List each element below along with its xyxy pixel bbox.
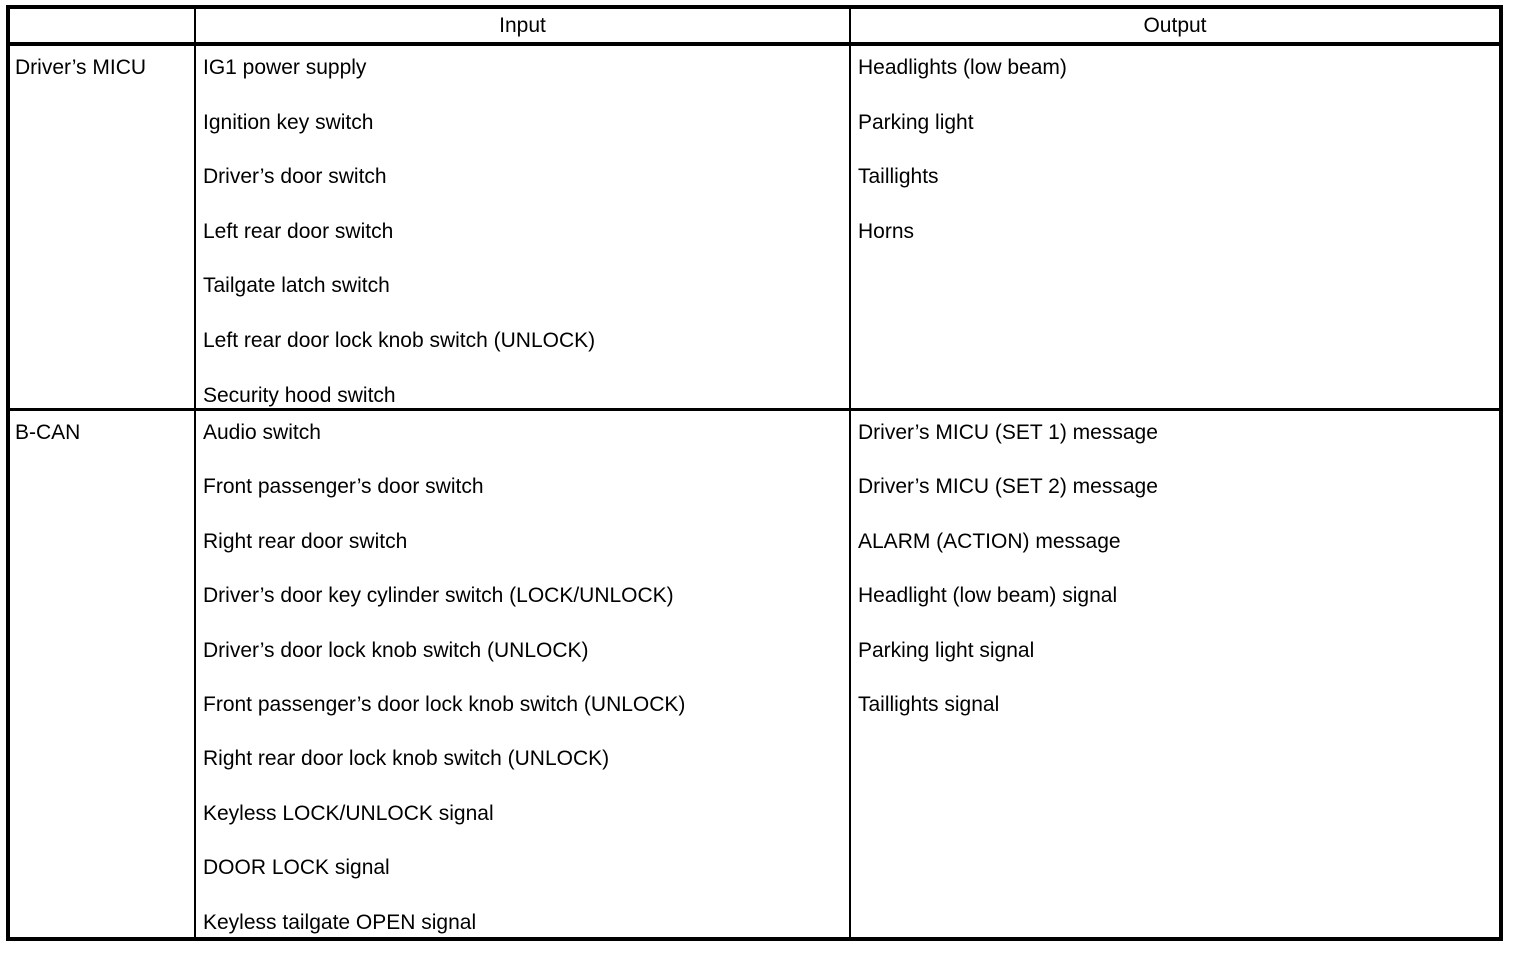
table-header-row: Input Output (10, 9, 1499, 42)
list-item: Left rear door lock knob switch (UNLOCK) (203, 328, 596, 352)
list-item: Headlight (low beam) signal (858, 584, 1118, 608)
list-item: IG1 power supply (203, 56, 367, 79)
list-item: Keyless LOCK/UNLOCK signal (203, 801, 494, 825)
table-section-b-can: B-CAN Audio switch Front passenger’s doo… (10, 411, 1499, 937)
column-divider-label-input (194, 9, 196, 937)
header-cell-row-label (10, 9, 194, 42)
list-item: Parking light signal (858, 638, 1035, 662)
section-input-cell: Audio switch Front passenger’s door swit… (196, 411, 849, 937)
list-item: Driver’s MICU (SET 1) message (858, 421, 1158, 444)
section-label-drivers-micu: Driver’s MICU (15, 56, 147, 79)
header-bottom-rule (10, 42, 1499, 46)
section-label-cell: Driver’s MICU (10, 46, 194, 408)
table-section-drivers-micu: Driver’s MICU IG1 power supply Ignition … (10, 46, 1499, 408)
list-item: Horns (858, 219, 915, 243)
section-label-cell: B-CAN (10, 411, 194, 937)
list-item: Audio switch (203, 421, 321, 444)
header-cell-output: Output (1143, 14, 1207, 37)
list-item: DOOR LOCK signal (203, 856, 390, 880)
list-item: Security hood switch (203, 383, 396, 407)
output-list-drivers-micu: Headlights (low beam) Parking light Tail… (858, 46, 1499, 264)
column-divider-input-output (849, 9, 851, 937)
section-divider-rule (10, 408, 1499, 411)
input-list-drivers-micu: IG1 power supply Ignition key switch Dri… (203, 46, 849, 428)
output-list-b-can: Driver’s MICU (SET 1) message Driver’s M… (858, 411, 1499, 737)
list-item: Front passenger’s door switch (203, 475, 484, 499)
section-label-b-can: B-CAN (15, 421, 81, 444)
list-item: Taillights (858, 165, 939, 189)
list-item: Driver’s door lock knob switch (UNLOCK) (203, 638, 589, 662)
list-item: Left rear door switch (203, 219, 394, 243)
list-item: Right rear door switch (203, 529, 408, 553)
list-item: Driver’s MICU (SET 2) message (858, 475, 1158, 499)
list-item: Keyless tailgate OPEN signal (203, 910, 477, 934)
section-output-cell: Driver’s MICU (SET 1) message Driver’s M… (851, 411, 1499, 937)
header-cell-input: Input (499, 14, 546, 37)
list-item: Driver’s door switch (203, 165, 387, 189)
input-output-table: Input Output Driver’s MICU IG1 power sup… (6, 5, 1503, 941)
list-item: ALARM (ACTION) message (858, 529, 1121, 553)
list-item: Tailgate latch switch (203, 274, 390, 298)
list-item: Parking light (858, 110, 974, 134)
list-item: Front passenger’s door lock knob switch … (203, 692, 686, 716)
list-item: Right rear door lock knob switch (UNLOCK… (203, 747, 610, 771)
list-item: Ignition key switch (203, 110, 374, 134)
input-list-b-can: Audio switch Front passenger’s door swit… (203, 411, 849, 955)
list-item: Taillights signal (858, 692, 1000, 716)
section-input-cell: IG1 power supply Ignition key switch Dri… (196, 46, 849, 408)
list-item: Driver’s door key cylinder switch (LOCK/… (203, 584, 674, 608)
section-output-cell: Headlights (low beam) Parking light Tail… (851, 46, 1499, 408)
list-item: Headlights (low beam) (858, 56, 1067, 79)
